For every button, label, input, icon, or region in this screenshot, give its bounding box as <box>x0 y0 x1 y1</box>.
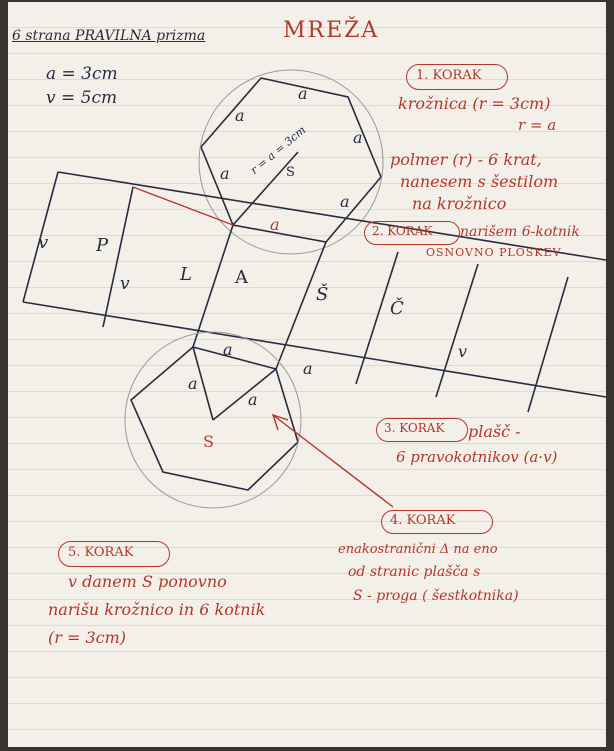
step1-badge-frame <box>406 64 508 90</box>
label-v-right: v <box>458 342 468 361</box>
step3-line1: plašč - <box>468 422 521 441</box>
step2-line2: OSNOVNO PLOSKEV <box>426 246 562 259</box>
given-a: a = 3cm <box>46 64 118 84</box>
face-A: A <box>235 267 248 288</box>
label-a-band-bottom-2: a <box>303 359 313 378</box>
face-L: L <box>180 264 192 285</box>
step1-badge: 1. KORAK <box>416 68 482 83</box>
label-a-bottom-hex-2: a <box>248 390 258 409</box>
label-s-bottom: S <box>203 432 214 451</box>
step1b-line3: na krožnico <box>412 194 507 213</box>
arrow-step4 <box>272 414 394 508</box>
label-a-hex-right: a <box>340 192 350 211</box>
given-v: v = 5cm <box>46 88 118 108</box>
step4-line3: S - proga ( šestkotnika) <box>353 588 519 604</box>
label-a-top-left: a <box>235 106 245 125</box>
band-bottom-edge <box>22 301 606 398</box>
bottom-circle <box>124 331 302 509</box>
step1-line2: r = a <box>518 116 557 134</box>
step3-badge: 3. KORAK <box>384 421 445 435</box>
step1b-line2: nanesem s šestilom <box>400 172 559 191</box>
step4-line2: od stranic plašča s <box>348 564 481 580</box>
step2-badge: 2. KORAK <box>372 224 433 238</box>
net-drawing <box>22 69 606 509</box>
label-a-hex-left: a <box>220 164 230 183</box>
step5-line3: (r = 3cm) <box>48 628 127 647</box>
label-a-band-bottom: a <box>223 340 233 359</box>
step5-line2: narišu krožnico in 6 kotnik <box>48 600 266 619</box>
label-a-top-right: a <box>353 128 363 147</box>
band-top-edge <box>57 171 606 261</box>
step3-badge-frame <box>376 418 468 442</box>
step2-line1: narišem 6-kotnik <box>460 224 580 240</box>
heading: 6 strana PRAVILNA prizma <box>12 28 206 44</box>
step5-badge: 5. KORAK <box>68 545 134 560</box>
step4-line1: enakostranični Δ na eno <box>338 542 498 557</box>
label-v-left: v <box>38 232 49 253</box>
face-P: P <box>96 235 109 256</box>
paper-sheet: 6 strana PRAVILNA prizma MREŽA a = 3cm v… <box>8 2 606 747</box>
label-a-red: a <box>270 215 280 234</box>
step4-badge-frame <box>381 510 493 534</box>
face-C-caron: Č <box>390 298 404 319</box>
step2-badge-frame <box>364 221 460 245</box>
step1-line1: krožnica (r = 3cm) <box>398 94 551 113</box>
label-a-top: a <box>298 84 308 103</box>
step5-badge-frame <box>58 541 170 567</box>
top-circle <box>198 69 384 255</box>
step5-line1: v danem S ponovno <box>68 572 227 591</box>
title: MREŽA <box>283 18 380 43</box>
step4-badge: 4. KORAK <box>390 513 456 528</box>
label-v-2: v <box>120 274 130 294</box>
step3-line2: 6 pravokotnikov (a·v) <box>396 448 558 466</box>
step1b-line1: polmer (r) - 6 krat, <box>390 150 542 169</box>
label-a-bottom-hex: a <box>188 374 198 393</box>
label-s-top: S <box>286 165 295 180</box>
face-S-caron: Š <box>316 284 329 305</box>
